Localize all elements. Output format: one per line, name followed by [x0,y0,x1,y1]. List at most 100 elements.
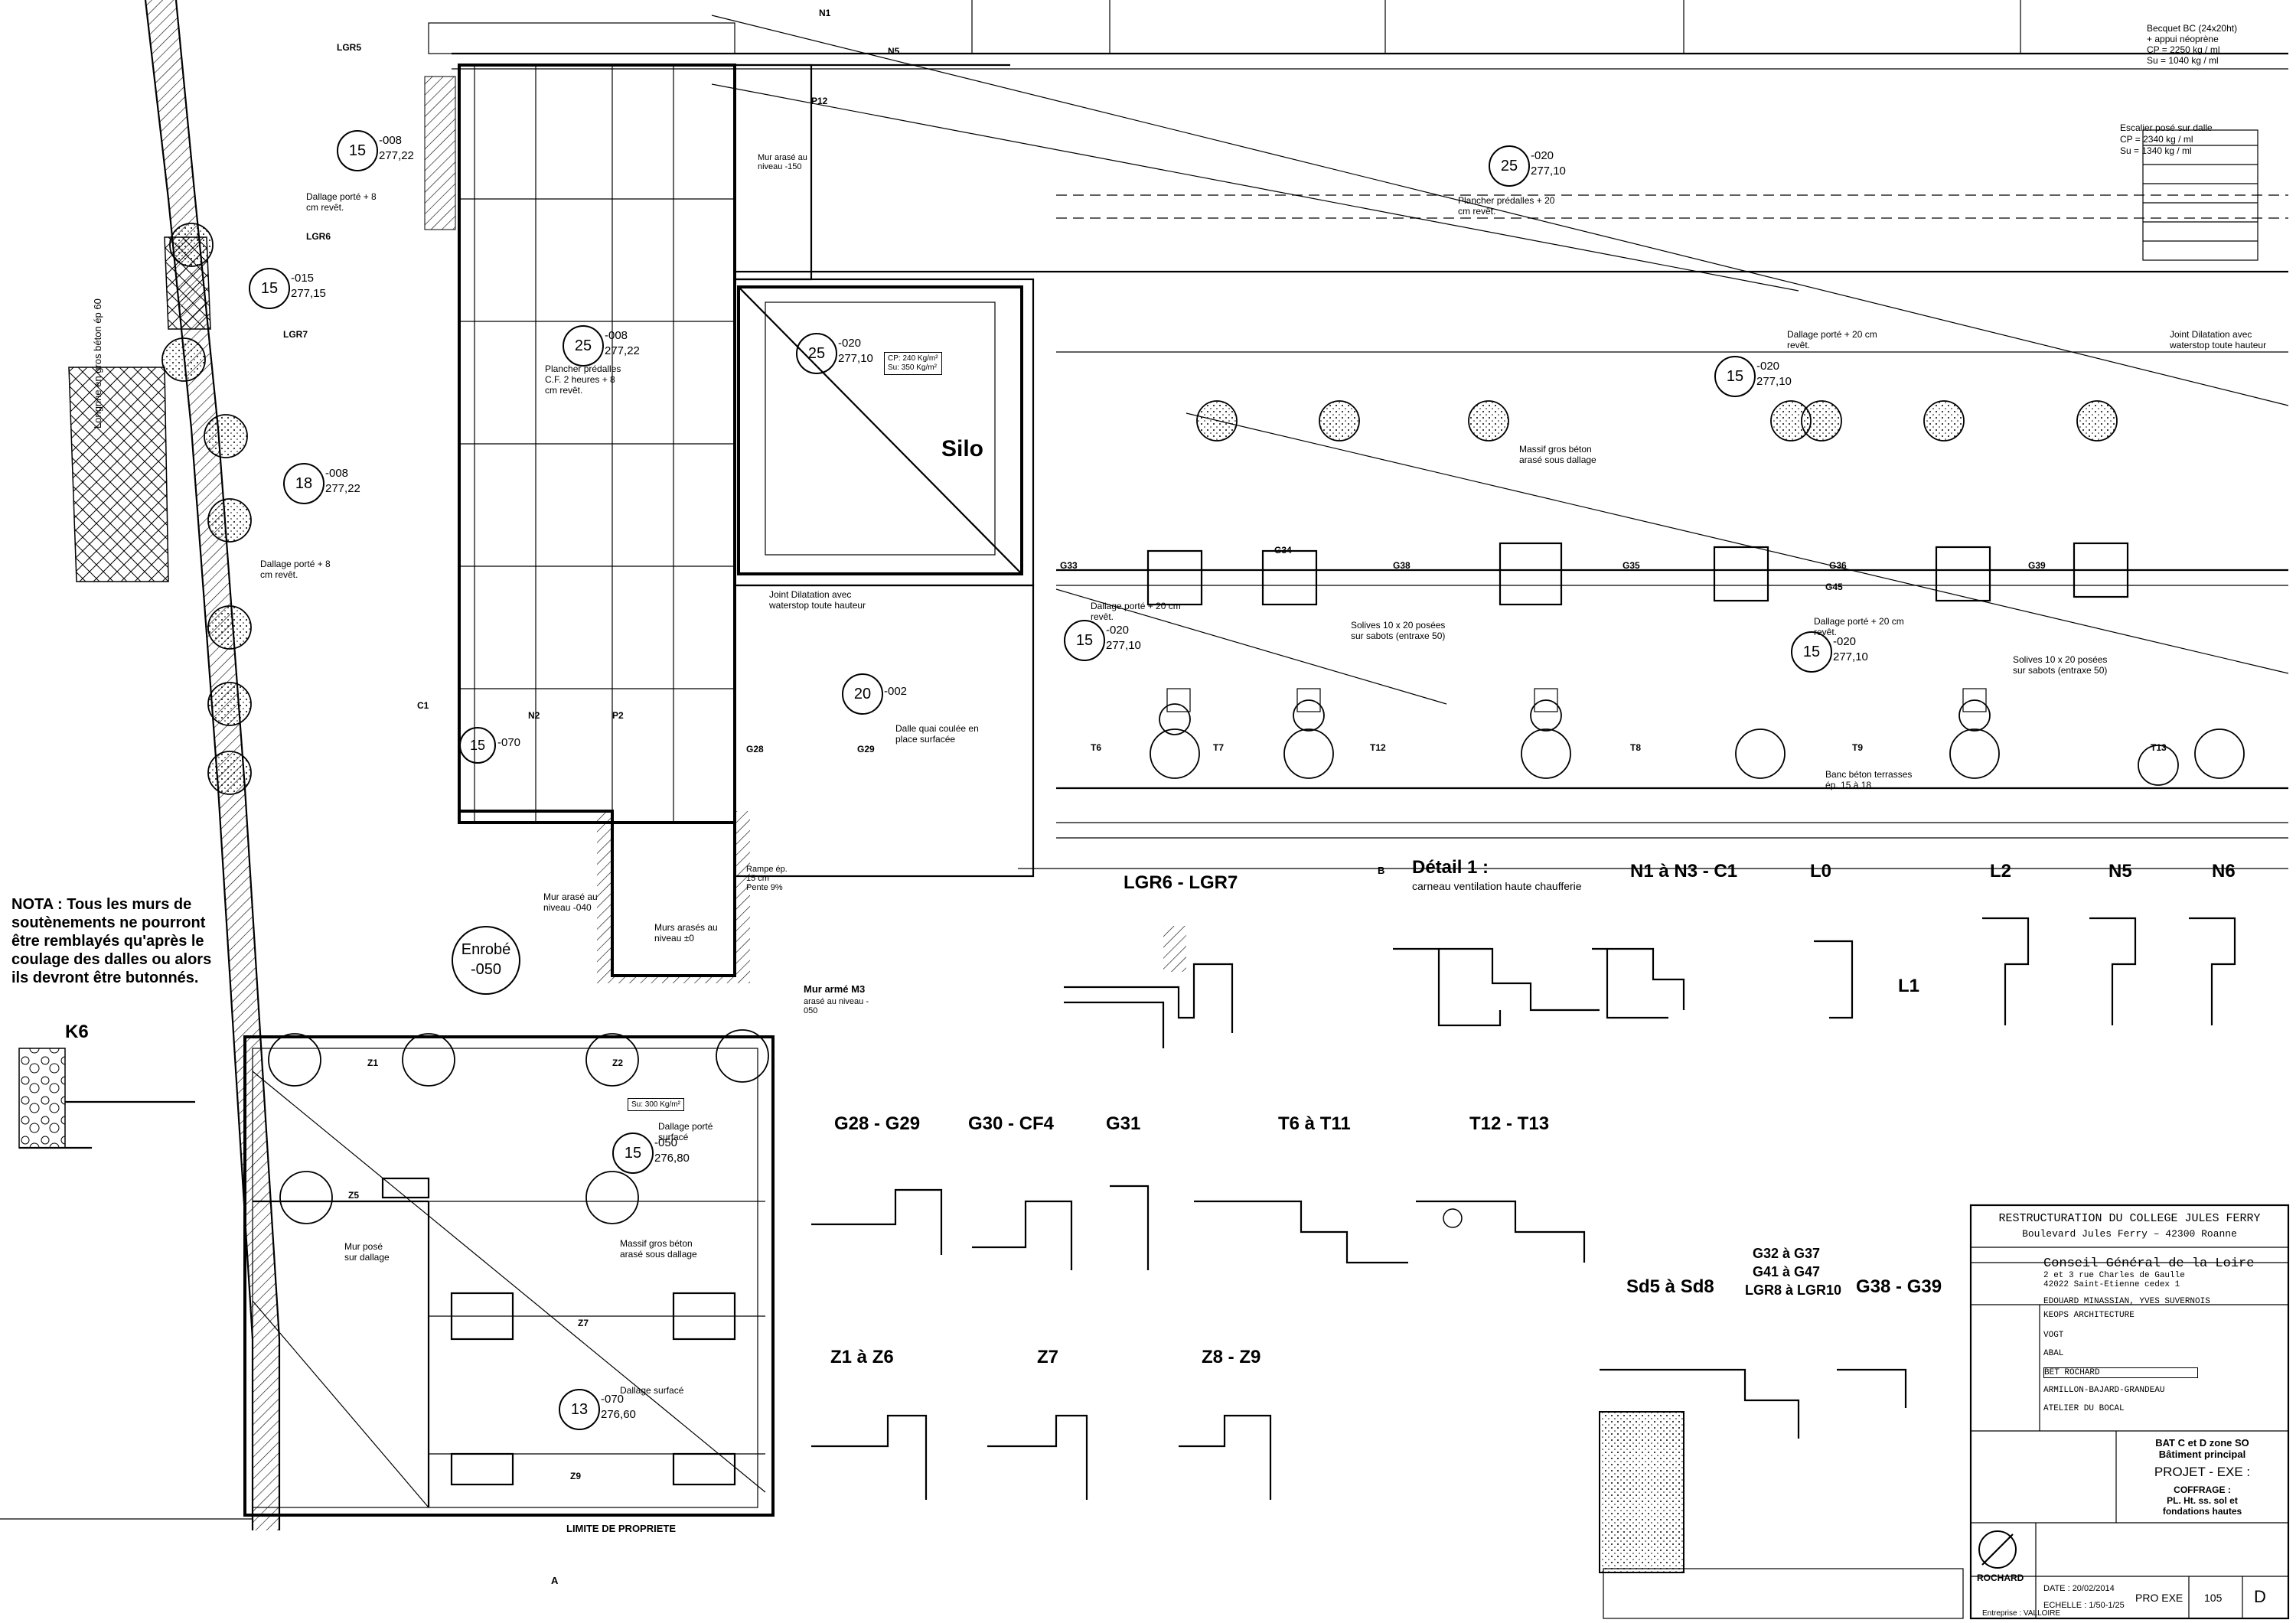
level-circle: 15 [337,130,378,171]
level-circle: 15 [1064,620,1105,661]
level-marker: 15 -020 277,10 [1791,631,1868,677]
architect-1: EDOUARD MINASSIAN, YVES SUVERNOIS [2043,1297,2210,1306]
level-alt: 277,10 [1833,650,1868,663]
level-circle: 18 [283,463,325,504]
bat-title: BAT C et D zone SO [2155,1437,2249,1449]
section-title: T6 à T11 [1278,1113,1351,1134]
level-circle: 15 [249,268,290,309]
beam-label: C1 [417,700,429,711]
bet-1: ABAL [2043,1349,2064,1358]
dallage-surface-lower: Dallage surfacé [620,1385,684,1396]
section-title: LGR6 - LGR7 [1124,872,1238,893]
architect-2: KEOPS ARCHITECTURE [2043,1311,2135,1320]
beam-label: G36 [1829,560,1847,571]
escalier-note: Escalier posé sur dalle CP = 2340 kg / m… [2120,122,2213,157]
level-marker: 15 -070 [459,727,536,773]
section-title: G30 - CF4 [968,1113,1055,1134]
beam-label: T6 [1091,742,1102,753]
piles [161,223,2118,795]
level-circle: 15 [612,1133,654,1174]
title-block: RESTRUCTURATION DU COLLEGE JULES FERRY B… [1975,1209,2285,1413]
beam-label: Z2 [612,1058,624,1068]
plancher-predalles-1: Plancher prédalles + 20 cm revêt. [1458,195,1555,217]
entreprise-field: Entreprise : VALLOIRE [1982,1609,2061,1618]
building-left-block [243,22,2258,1517]
axis-b-label: B [1378,865,1385,876]
level-circle: 25 [563,325,604,367]
level-marker: 15 -015 277,15 [249,268,326,314]
beam-label: Z1 [367,1058,379,1068]
title-block-frame [1603,1204,2290,1620]
beam-label: N2 [528,710,540,721]
level-alt: 277,22 [325,482,360,495]
cp-note-silo: CP: 240 Kg/m² Su: 350 Kg/m² [884,352,942,375]
section-title: G38 - G39 [1856,1276,1942,1297]
level-circle: 25 [1489,145,1530,187]
level-marker: 25 -020 277,10 [1489,145,1566,191]
plan-number: 105 [2204,1592,2223,1604]
level-circle: 15 [459,727,496,764]
plancher-cf2: Plancher prédalles C.F. 2 heures + 8 cm … [545,363,621,396]
becquet-su: Su = 1040 kg / ml [2147,55,2219,66]
becquet-note: Becquet BC (24x20ht) + appui néoprène CP… [2147,23,2237,66]
mur-arase-150: Mur arasé au niveau -150 [758,153,807,171]
level-circle: 13 [559,1389,600,1430]
beam-label: G45 [1825,582,1843,592]
massif-gros-beton-1: Massif gros béton arasé sous dallage [1519,444,1596,465]
level-marker: 15 -008 277,22 [337,130,414,176]
beam-label: T12 [1370,742,1386,753]
section-title: Z7 [1037,1347,1059,1367]
level-circle: 15 [1791,631,1832,673]
bet-2: BET ROCHARD [2043,1367,2198,1378]
level-value: -020 [1756,360,1780,373]
level-alt: 277,10 [1531,165,1566,178]
beam-label: Z7 [578,1318,589,1328]
joint-dilatation-right: Joint Dilatation avec waterstop toute ha… [2170,329,2267,350]
owner-addr-1: 2 et 3 rue Charles de Gaulle [2043,1271,2185,1280]
beam-label: N5 [888,46,900,57]
mur-arme-label: Mur armé M3 [804,983,866,995]
revision-index: D [2254,1587,2266,1606]
level-marker: 18 -008 277,22 [283,463,360,509]
bat-sub: Bâtiment principal [2158,1449,2246,1460]
dallage-porte-1: Dallage porté + 20 cm revêt. [1787,329,1877,350]
section-title: N1 à N3 - C1 [1630,861,1738,882]
beam-label: Z9 [570,1471,582,1481]
beam-label: LGR6 [306,231,331,242]
level-value: -020 [1106,624,1130,637]
level-alt: 277,10 [838,352,873,365]
dallage-porte-2: Dallage porté + 20 cm revêt. [1091,601,1181,622]
owner-name: Conseil Général de la Loire [2043,1256,2255,1271]
economiste: VOGT [2043,1331,2064,1340]
level-alt: 276,60 [601,1408,636,1421]
section-title: LGR8 à LGR10 [1745,1282,1842,1298]
section-title: G31 [1106,1113,1141,1134]
grid-lines [452,0,2289,869]
level-value: -050 [654,1136,678,1149]
beam-label: LGR7 [283,329,308,340]
su-350: Su: 350 Kg/m² [888,363,937,372]
level-marker: 20 -002 [842,673,918,719]
section-title: Z1 à Z6 [830,1347,894,1367]
mur-arme-sub: arasé au niveau - 050 [804,997,869,1015]
level-value: -070 [601,1393,625,1406]
section-title: K6 [65,1022,89,1042]
massif-gros-beton-2: Massif gros béton arasé sous dallage [620,1238,697,1260]
becquet-sub: + appui néoprène [2147,34,2219,44]
limite-propriete: LIMITE DE PROPRIETE [566,1523,677,1534]
bet-3: ARMILLON-BAJARD-GRANDEAU [2043,1386,2165,1395]
level-alt: 277,22 [379,149,414,162]
level-alt: 276,80 [654,1152,690,1165]
murs-arases: Murs arasés au niveau ±0 [654,922,718,943]
solives-note-2: Solives 10 x 20 posées sur sabots (entra… [2013,654,2108,676]
level-alt: 277,10 [1756,375,1792,388]
level-alt: 277,22 [605,344,640,357]
level-marker: 15 -020 277,10 [1714,356,1792,402]
cp-240: CP: 240 Kg/m² [888,354,938,363]
level-alt: 277,15 [291,287,326,300]
level-marker: 15 -050 276,80 [612,1133,690,1178]
pile-rings [268,699,2245,1224]
mur-pose-dallage: Mur posé sur dallage [344,1241,390,1263]
